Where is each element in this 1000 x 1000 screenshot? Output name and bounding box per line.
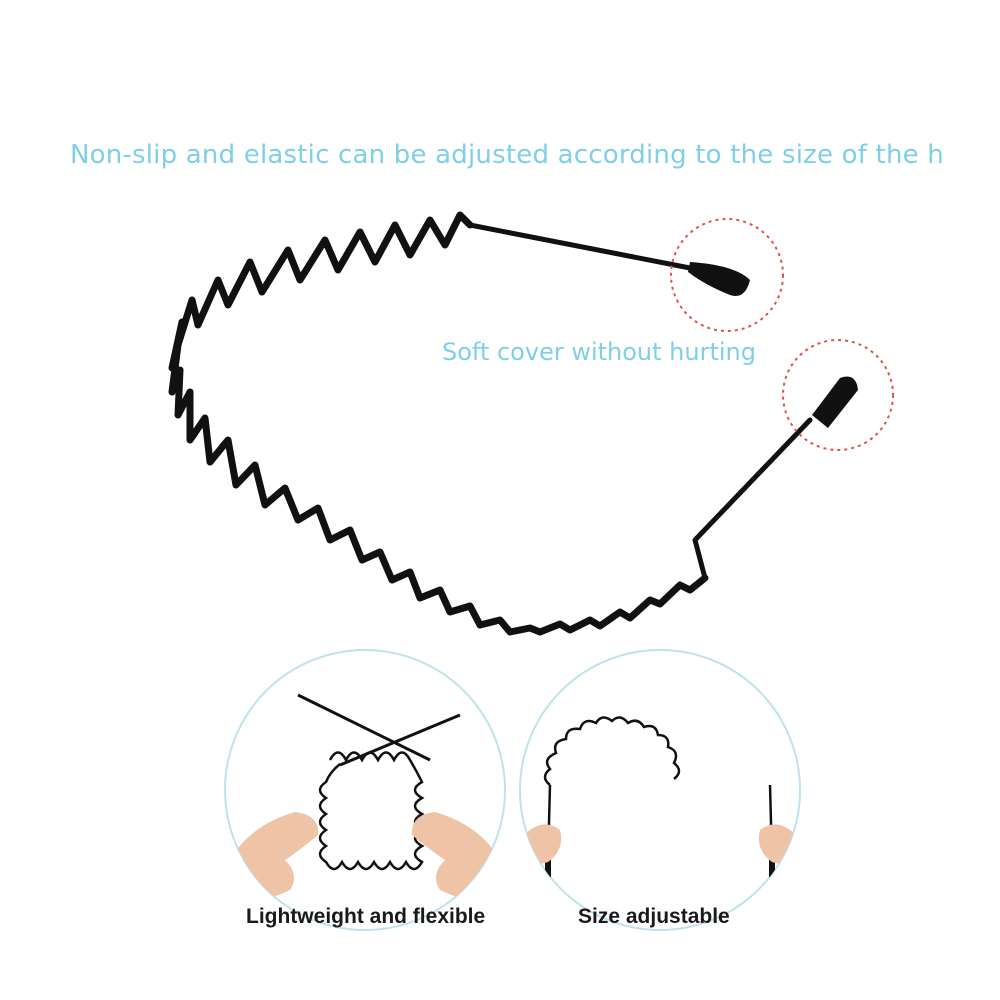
arched-band [543,716,681,786]
coiled-band [318,751,425,871]
right-tip [769,855,775,877]
highlight-circle-bottom [782,339,894,451]
callout-label: Soft cover without hurting [442,338,756,366]
end-cap-bottom [812,376,858,428]
caption-flexible: Lightweight and flexible [246,905,486,928]
left-tip [545,855,551,877]
highlight-circle-top [670,218,784,332]
wave-headband [168,211,813,636]
headline: Non-slip and elastic can be adjusted acc… [70,140,945,170]
caption-adjustable: Size adjustable [578,905,730,928]
panel-right [519,649,801,931]
panel-left [224,649,506,931]
crossed-rod-1 [297,693,431,762]
end-cap-top [688,262,750,296]
